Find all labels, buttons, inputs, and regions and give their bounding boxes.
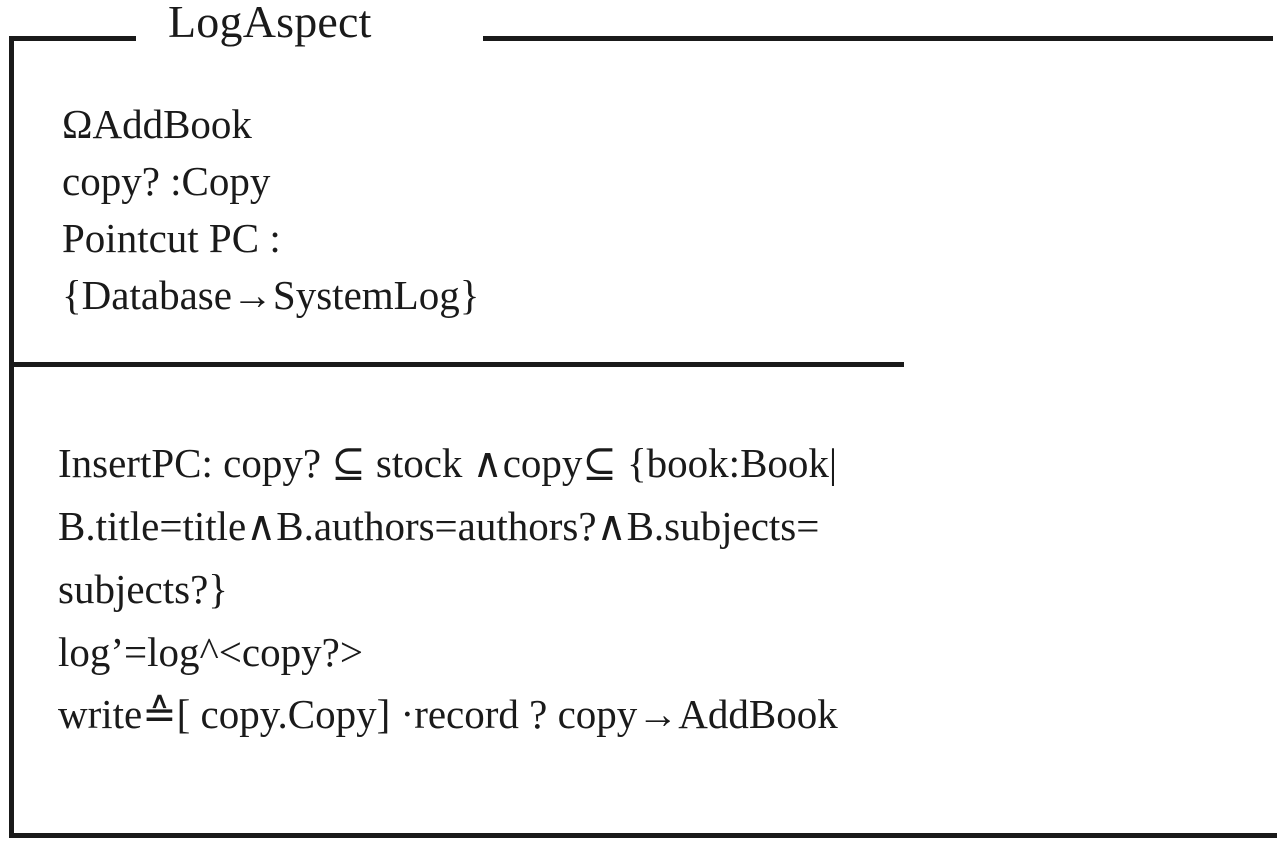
schema-header: LogAspect — [0, 0, 1280, 47]
schema-bottom-border — [9, 833, 1277, 838]
declaration-section: ΩAddBook copy? :Copy Pointcut PC : {Data… — [62, 96, 1162, 324]
declaration-line: {Database→SystemLog} — [62, 272, 480, 318]
schema-top-rule-right — [483, 36, 1273, 41]
declaration-line: ΩAddBook — [62, 101, 252, 147]
predicate-section: InsertPC: copy? ⊆ stock ∧copy⊆ {book:Boo… — [58, 432, 1248, 745]
schema-top-rule-left — [9, 36, 136, 41]
schema-title: LogAspect — [168, 0, 372, 47]
predicate-line: write≙[ copy.Copy] ·record ? copy→AddBoo… — [58, 691, 838, 737]
declaration-line: Pointcut PC : — [62, 215, 281, 261]
predicate-line: InsertPC: copy? ⊆ stock ∧copy⊆ {book:Boo… — [58, 440, 838, 486]
declaration-line: copy? :Copy — [62, 158, 271, 204]
predicate-line: log’=log^<copy?> — [58, 629, 363, 675]
schema-divider-rule — [9, 362, 904, 367]
schema-left-border — [9, 36, 14, 838]
predicate-line: subjects?} — [58, 566, 228, 612]
predicate-line: B.title=title∧B.authors=authors?∧B.subje… — [58, 503, 820, 549]
